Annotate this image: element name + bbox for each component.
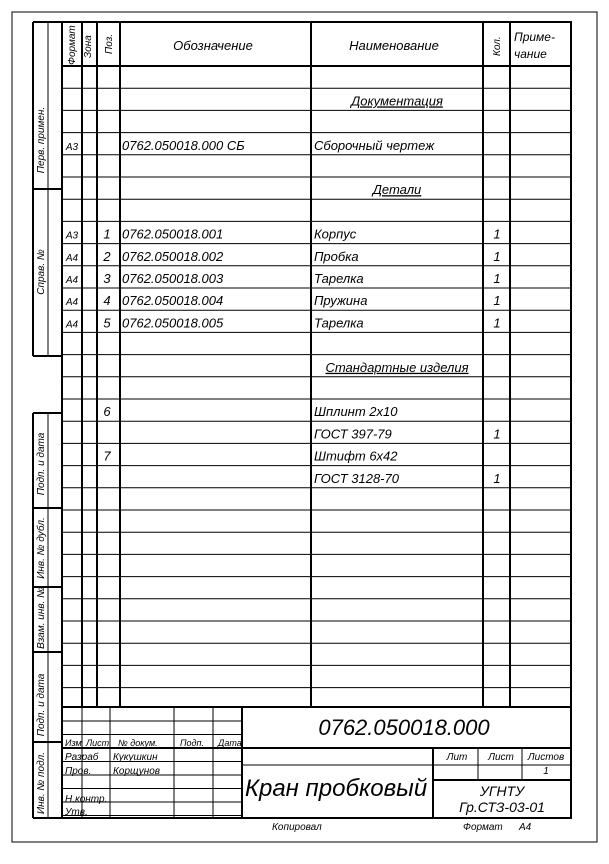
table-row: А3 1 0762.050018.001 Корпус 1: [65, 227, 501, 242]
row-format: А4: [65, 319, 79, 330]
table-row: Детали: [371, 182, 422, 197]
row-format: А4: [65, 253, 79, 264]
tb-role-prov: Пров.: [65, 766, 91, 777]
table-row: 7 Штифт 6х42: [103, 449, 398, 464]
header-note-line1: Приме-: [514, 30, 555, 44]
table-row: Документация: [349, 93, 443, 108]
tb-col-izm: Изм: [65, 738, 82, 748]
side-label-inv-dubl: Инв. № дубл.: [35, 517, 47, 579]
header-qty: Кол.: [492, 36, 503, 56]
row-designation: 0762.050018.004: [122, 293, 223, 308]
row-quantity: 1: [493, 293, 500, 308]
row-position: 6: [103, 404, 111, 419]
section-heading: Стандартные изделия: [325, 360, 468, 375]
table-row: 6 Шплинт 2х10: [103, 404, 398, 419]
side-label-inv-podl: Инв. № подл.: [36, 752, 47, 814]
header-pos: Поз.: [104, 34, 115, 54]
side-label-perv-primen: Перв. примен.: [36, 107, 47, 173]
section-heading: Документация: [349, 93, 443, 108]
header-note-line2: чание: [514, 47, 547, 61]
row-format: А4: [65, 297, 79, 308]
row-quantity: 1: [493, 271, 500, 286]
row-position: 5: [103, 315, 111, 330]
header-name: Наименование: [349, 38, 439, 53]
row-name: Пробка: [314, 249, 359, 264]
tb-role-utv: Утв.: [64, 807, 88, 818]
row-format: А3: [65, 231, 79, 242]
section-heading: Детали: [371, 182, 422, 197]
row-quantity: 1: [493, 227, 500, 242]
row-quantity: 1: [493, 315, 500, 330]
row-position: 3: [103, 271, 111, 286]
row-designation: 0762.050018.002: [122, 249, 224, 264]
row-name: ГОСТ 3128-70: [314, 471, 400, 486]
row-name: Тарелка: [314, 271, 364, 286]
tb-name-razrab: Кукушкин: [113, 752, 158, 763]
tb-listov-value: 1: [543, 766, 549, 777]
side-label-podp-data-1: Подп. и дата: [36, 432, 47, 495]
table-row: А4 3 0762.050018.003 Тарелка 1: [65, 271, 501, 286]
page-border: [11, 11, 598, 843]
frame-lines: [11, 11, 598, 843]
tb-col-doc: № докум.: [118, 738, 158, 748]
side-label-sprav-no: Справ. №: [36, 249, 47, 295]
tb-col-podp: Подп.: [180, 738, 204, 748]
table-row: ГОСТ 3128-70 1: [314, 471, 501, 486]
table-row: А4 2 0762.050018.002 Пробка 1: [65, 249, 501, 264]
row-quantity: 1: [493, 471, 500, 486]
table-row: Стандартные изделия: [325, 360, 468, 375]
tb-col-date: Дата: [217, 738, 242, 748]
row-name: ГОСТ 397-79: [314, 426, 392, 441]
row-position: 4: [103, 293, 110, 308]
side-label-podp-data-2: Подп. и дата: [36, 673, 47, 736]
row-designation: 0762.050018.000 СБ: [122, 138, 245, 153]
row-quantity: 1: [493, 249, 500, 264]
tb-role-nkontr: Н.контр.: [65, 794, 107, 805]
row-quantity: 1: [493, 426, 500, 441]
footer-kopiroval: Копировал: [272, 822, 322, 833]
tb-group: Гр.СТЗ-03-01: [459, 799, 545, 815]
main-frame: [61, 21, 572, 819]
table-row: А3 0762.050018.000 СБ Сборочный чертеж: [65, 138, 435, 153]
table-row: А4 5 0762.050018.005 Тарелка 1: [65, 315, 501, 330]
row-name: Тарелка: [314, 315, 364, 330]
tb-org: УГНТУ: [479, 783, 526, 799]
tb-listov: Листов: [527, 752, 564, 763]
document-code: 0762.050018.000: [318, 715, 490, 740]
tb-name-prov: Корщунов: [113, 766, 160, 777]
row-format: А3: [65, 142, 79, 153]
table-row: А4 4 0762.050018.004 Пружина 1: [65, 293, 501, 308]
row-name: Пружина: [314, 293, 367, 308]
tb-col-list: Лист: [85, 738, 110, 748]
footer-format-value: А4: [518, 822, 532, 833]
tb-list: Лист: [487, 752, 514, 763]
row-position: 2: [102, 249, 111, 264]
row-designation: 0762.050018.005: [122, 315, 224, 330]
row-position: 7: [103, 449, 111, 464]
row-position: 1: [103, 227, 110, 242]
row-name: Сборочный чертеж: [314, 138, 435, 153]
table-row: ГОСТ 397-79 1: [314, 426, 501, 441]
header-format: Формат: [67, 25, 78, 65]
row-name: Шплинт 2х10: [314, 404, 398, 419]
header-designation: Обозначение: [173, 38, 253, 53]
footer-format-label: Формат: [463, 822, 503, 833]
row-name: Штифт 6х42: [314, 449, 398, 464]
row-designation: 0762.050018.001: [122, 227, 223, 242]
header-zone: Зона: [83, 35, 94, 58]
row-designation: 0762.050018.003: [122, 271, 224, 286]
tb-role-razrab: Разраб: [65, 751, 99, 763]
product-title: Кран пробковый: [245, 775, 427, 802]
tb-lit: Лит: [446, 752, 468, 763]
row-format: А4: [65, 275, 79, 286]
side-label-vzam-inv: Взам. инв. №: [36, 587, 47, 649]
row-name: Корпус: [314, 227, 357, 242]
